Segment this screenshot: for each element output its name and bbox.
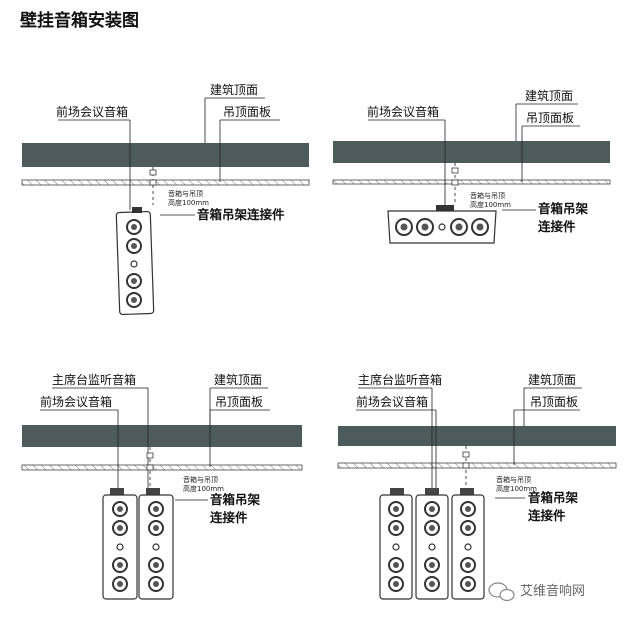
- connector-label-line1: 音箱吊架: [210, 492, 261, 507]
- connector-label-line1: 音箱吊架: [538, 201, 589, 216]
- main-speaker: [451, 488, 485, 600]
- gap-note-line1: 音箱与吊顶: [496, 475, 531, 484]
- main-speaker-label: 主席台监听音箱: [358, 372, 442, 387]
- main-speaker: [138, 488, 174, 600]
- building-slab: [22, 143, 309, 167]
- page-title: 壁挂音箱安装图: [20, 11, 139, 31]
- building-ceiling-label: 建筑顶面: [528, 372, 576, 387]
- gap-note-line1: 音箱与吊顶: [470, 191, 505, 200]
- panel-1: 前场会议音箱 建筑顶面 吊顶面板 音箱与吊顶 高度100mm 音箱吊架连接件: [21, 82, 310, 316]
- gap-note-line2: 高度100mm: [470, 200, 511, 209]
- suspended-ceiling: [21, 464, 303, 471]
- front-speaker-label: 前场会议音箱: [367, 104, 439, 119]
- suspended-ceiling-label: 吊顶面板: [530, 395, 578, 409]
- building-slab: [338, 426, 616, 446]
- front-speaker: [115, 207, 155, 316]
- building-ceiling-label: 建筑顶面: [214, 372, 262, 387]
- watermark-text: 艾维音响网: [520, 583, 585, 599]
- front-speaker: [102, 488, 138, 600]
- front-speaker-label: 前场会议音箱: [40, 394, 112, 409]
- main-speaker-label: 主席台监听音箱: [52, 372, 136, 387]
- side-speaker: [379, 488, 413, 600]
- front-speaker: [387, 205, 497, 244]
- connector-label-line1: 音箱吊架: [528, 490, 579, 505]
- wechat-icon: [488, 582, 515, 602]
- suspended-ceiling-label: 吊顶面板: [215, 395, 263, 409]
- building-slab: [22, 425, 302, 447]
- connector-label-line2: 连接件: [210, 510, 248, 525]
- connector-label-line2: 连接件: [538, 219, 576, 234]
- suspended-ceiling: [332, 179, 611, 185]
- suspended-ceiling-label: 吊顶面板: [223, 105, 271, 119]
- building-ceiling-label: 建筑顶面: [210, 82, 258, 97]
- panel-3: 主席台监听音箱 前场会议音箱 建筑顶面 吊顶面板 音箱与吊顶 高度100mm 音…: [21, 372, 303, 600]
- gap-note-line1: 音箱与吊顶: [168, 189, 203, 198]
- suspended-ceiling: [21, 179, 310, 186]
- suspended-ceiling: [337, 462, 617, 469]
- front-speaker: [415, 488, 449, 600]
- gap-note-line1: 音箱与吊顶: [183, 475, 218, 484]
- front-speaker-label: 前场会议音箱: [56, 104, 128, 119]
- watermark: 艾维音响网: [488, 582, 585, 602]
- front-speaker-label: 前场会议音箱: [356, 394, 428, 409]
- connector-label: 音箱吊架连接件: [197, 207, 285, 222]
- gap-note-line2: 高度100mm: [168, 198, 209, 207]
- building-ceiling-label: 建筑顶面: [525, 88, 573, 103]
- building-slab: [333, 141, 610, 163]
- panel-4: 主席台监听音箱 前场会议音箱 建筑顶面 吊顶面板 音箱与吊顶 高度100mm 音…: [337, 372, 617, 600]
- suspended-ceiling-label: 吊顶面板: [526, 111, 574, 125]
- panel-2: 前场会议音箱 建筑顶面 吊顶面板 音箱与吊顶 高度100mm 音箱吊架 连接件: [332, 88, 611, 244]
- gap-note-line2: 高度100mm: [496, 484, 537, 493]
- connector-label-line2: 连接件: [528, 508, 566, 523]
- gap-note-line2: 高度100mm: [183, 484, 224, 493]
